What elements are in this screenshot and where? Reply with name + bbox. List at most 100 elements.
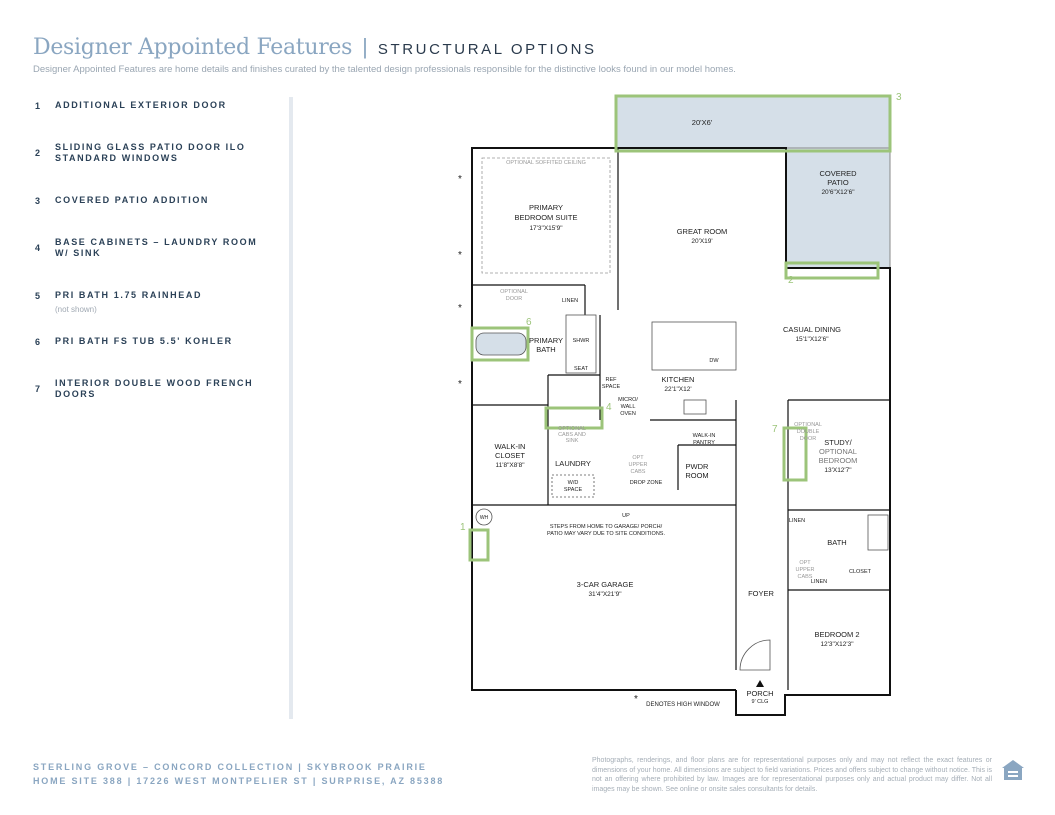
feature-label: PRI BATH FS TUB 5.5' KOHLER xyxy=(55,336,233,346)
garage-label: 3-CAR GARAGE xyxy=(577,580,634,589)
powder-room-label: PWDR xyxy=(686,462,709,471)
feature-item: 6 PRI BATH FS TUB 5.5' KOHLER xyxy=(35,336,275,347)
feature-item: 1 ADDITIONAL EXTERIOR DOOR xyxy=(35,100,275,111)
optional-door-label: DOOR xyxy=(506,296,523,302)
callout-1-highlight xyxy=(468,528,490,562)
walk-in-pantry-label: WALK-IN xyxy=(693,433,716,439)
exterior-wall-garage xyxy=(471,505,736,691)
feature-item: 2 SLIDING GLASS PATIO DOOR ILO STANDARD … xyxy=(35,142,275,164)
opt-upper-cabs-label: OPT xyxy=(632,455,644,461)
linen-label: LINEN xyxy=(811,579,827,585)
feature-item: 4 BASE CABINETS – LAUNDRY ROOM W/ SINK xyxy=(35,237,275,259)
primary-suite-label: BEDROOM SUITE xyxy=(515,213,578,222)
callout-7-highlight xyxy=(782,426,808,482)
callout-number: 7 xyxy=(772,424,778,435)
range xyxy=(683,399,707,415)
optional-double-door-label: DOUBLE xyxy=(797,429,820,435)
steps-note: STEPS FROM HOME TO GARAGE/ PORCH/ xyxy=(550,524,663,530)
study-label: OPTIONAL xyxy=(819,447,857,456)
up-label: UP xyxy=(622,513,630,519)
feature-label: PRI BATH 1.75 RAINHEAD xyxy=(55,290,203,300)
primary-suite-dim: 17'3"X15'9" xyxy=(529,225,563,232)
front-door-swing xyxy=(739,639,771,671)
callout-number: 4 xyxy=(606,402,612,413)
covered-patio-label: PATIO xyxy=(827,178,849,187)
page-header: Designer Appointed Features | STRUCTURAL… xyxy=(33,34,1023,75)
callout-6-highlight xyxy=(470,326,530,362)
kitchen-island xyxy=(651,321,737,371)
equal-housing-opportunity-icon xyxy=(1002,760,1024,780)
casual-dining-label: CASUAL DINING xyxy=(783,325,841,334)
footer-community: STERLING GROVE – CONCORD COLLECTION | SK… xyxy=(33,760,444,788)
title-separator: | xyxy=(362,34,368,59)
great-room-label: GREAT ROOM xyxy=(677,227,728,236)
optional-double-door-label: OPTIONAL xyxy=(794,422,822,428)
optional-double-door-label: DOOR xyxy=(800,436,817,442)
feature-label: COVERED PATIO ADDITION xyxy=(55,195,210,205)
exterior-wall-west xyxy=(471,147,616,505)
exterior-wall-south xyxy=(735,505,891,716)
shower xyxy=(565,314,597,374)
callout-number: 2 xyxy=(788,275,794,286)
feature-label: SLIDING GLASS PATIO DOOR ILO STANDARD WI… xyxy=(55,142,246,163)
opt-upper-cabs-label: UPPER xyxy=(629,462,648,468)
soffited-ceiling-label: OPTIONAL SOFFITED CEILING xyxy=(506,160,586,166)
primary-bath-label: BATH xyxy=(536,345,555,354)
covered-patio-area xyxy=(785,147,891,269)
garage-dim: 31'4"X21'9" xyxy=(588,591,622,598)
title-row: Designer Appointed Features | STRUCTURAL… xyxy=(33,34,1023,60)
high-window-marker: * xyxy=(458,303,462,314)
powder-room-label: ROOM xyxy=(685,471,708,480)
feature-item: 3 COVERED PATIO ADDITION xyxy=(35,195,275,206)
patio-extension xyxy=(615,95,891,152)
optional-door-label: OPTIONAL xyxy=(500,289,528,295)
casual-dining-dim: 15'1"X12'6" xyxy=(795,336,829,343)
high-window-marker: * xyxy=(458,379,462,390)
high-window-marker: * xyxy=(634,694,638,705)
linen-label: LINEN xyxy=(789,518,805,524)
closet-label: CLOSET xyxy=(849,569,872,575)
porch-arrow-icon xyxy=(756,680,764,687)
feature-number: 2 xyxy=(35,148,42,158)
drop-zone-label: DROP ZONE xyxy=(630,480,663,486)
vertical-divider xyxy=(289,97,293,719)
soffited-ceiling-outline xyxy=(481,157,611,274)
shower-label: SHWR xyxy=(573,338,590,344)
callout-4-highlight xyxy=(544,406,604,430)
feature-label: ADDITIONAL EXTERIOR DOOR xyxy=(55,100,227,110)
micro-wall-oven-label: WALL xyxy=(621,404,636,410)
study-label: BEDROOM xyxy=(819,456,858,465)
study-label: STUDY/ xyxy=(824,438,852,447)
water-heater-icon xyxy=(475,508,493,526)
kitchen-dim: 22'1"X12' xyxy=(664,386,691,393)
feature-label: INTERIOR DOUBLE WOOD FRENCH DOORS xyxy=(55,378,254,399)
bath-label: BATH xyxy=(827,538,846,547)
covered-patio-dim: 20'6"X12'6" xyxy=(821,189,855,196)
page-description: Designer Appointed Features are home det… xyxy=(33,64,736,75)
bathtub-2 xyxy=(867,514,889,551)
bedroom2-dim: 12'3"X12'3" xyxy=(820,641,854,648)
bedroom2-label: BEDROOM 2 xyxy=(814,630,859,639)
floor-plan: 3 2 6 4 7 1 20'X6' OPTIONAL SOFFITED CEI… xyxy=(458,92,902,716)
porch-dim: 9' CLG xyxy=(752,699,769,705)
feature-number: 6 xyxy=(35,337,42,347)
feature-item: 5 PRI BATH 1.75 RAINHEAD (not shown) xyxy=(35,290,275,314)
feature-number: 3 xyxy=(35,196,42,206)
walk-in-pantry-label: PANTRY xyxy=(693,440,715,446)
feature-number: 5 xyxy=(35,291,42,301)
callout-number: 1 xyxy=(460,522,466,533)
steps-note: PATIO MAY VARY DUE TO SITE CONDITIONS. xyxy=(547,531,665,537)
walk-in-closet-label: WALK-IN xyxy=(495,442,526,451)
high-window-marker: * xyxy=(458,174,462,185)
footer-line-2: HOME SITE 388 | 17226 WEST MONTPELIER ST… xyxy=(33,776,445,786)
covered-patio-label: COVERED xyxy=(819,169,857,178)
callout-number: 6 xyxy=(526,317,532,328)
opt-upper-cabs-label: CABS xyxy=(631,469,646,475)
feature-item: 7 INTERIOR DOUBLE WOOD FRENCH DOORS xyxy=(35,378,275,400)
wd-space-label: SPACE xyxy=(564,487,583,493)
feature-note: (not shown) xyxy=(55,305,97,314)
feature-number: 1 xyxy=(35,101,42,111)
patio-extension-label: 20'X6' xyxy=(692,118,713,127)
callout-3-highlight xyxy=(614,94,892,153)
feature-number: 4 xyxy=(35,243,42,253)
